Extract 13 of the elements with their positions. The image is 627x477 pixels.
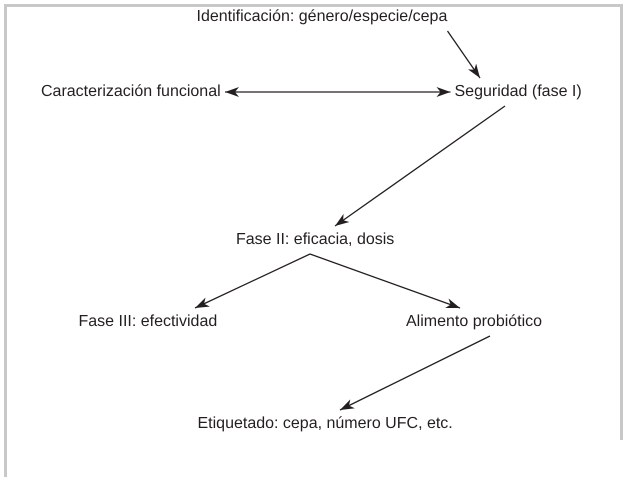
step-label: Caracterización funcional <box>41 82 221 102</box>
arrow <box>340 335 490 411</box>
step-label: Etiquetado: cepa, número UFC, etc. <box>198 414 453 434</box>
arrow <box>194 253 310 309</box>
step-label: Identificación: género/especie/cepa <box>196 7 448 27</box>
arrow <box>310 253 460 309</box>
step-label: Alimento probiótico <box>406 312 542 332</box>
step-label: Fase II: eficacia, dosis <box>236 230 394 250</box>
step-label: Seguridad (fase I) <box>454 82 582 102</box>
arrow <box>334 105 506 227</box>
arrow <box>446 30 481 78</box>
step-label: Fase III: efectividad <box>78 312 218 332</box>
arrow <box>225 87 450 97</box>
